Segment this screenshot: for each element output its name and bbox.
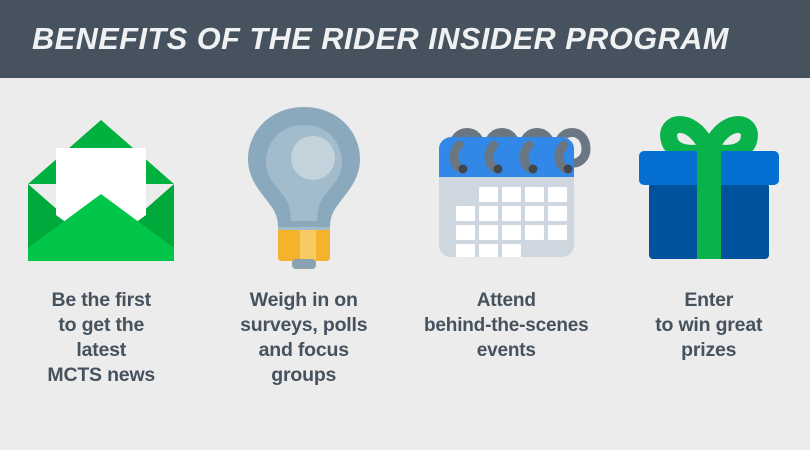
benefit-item-4: Enter to win great prizes <box>608 78 810 450</box>
benefit-caption-2: Weigh in on surveys, polls and focus gro… <box>240 289 368 386</box>
benefit-icon-area-3 <box>405 78 608 288</box>
benefits-row: Be the first to get the latest MCTS news <box>0 78 810 450</box>
benefit-icon-area-2 <box>203 78 406 288</box>
benefit-item-1: Be the first to get the latest MCTS news <box>0 78 203 450</box>
benefit-item-2: Weigh in on surveys, polls and focus gro… <box>203 78 406 450</box>
benefit-icon-area-1 <box>0 78 203 288</box>
calendar-icon <box>438 128 591 257</box>
benefit-caption-1: Be the first to get the latest MCTS news <box>47 289 156 386</box>
lightbulb-icon <box>247 106 360 269</box>
benefit-caption-3: Attend behind-the-scenes events <box>424 290 589 361</box>
gift-icon <box>638 116 779 259</box>
benefit-item-3: Attend behind-the-scenes events <box>405 78 608 450</box>
header-banner: BENEFITS OF THE RIDER INSIDER PROGRAM <box>0 0 810 78</box>
benefit-caption-4: Enter to win great prizes <box>655 289 763 361</box>
envelope-icon <box>28 119 175 261</box>
page-title: BENEFITS OF THE RIDER INSIDER PROGRAM <box>32 21 729 56</box>
benefit-icon-area-4 <box>608 78 810 288</box>
